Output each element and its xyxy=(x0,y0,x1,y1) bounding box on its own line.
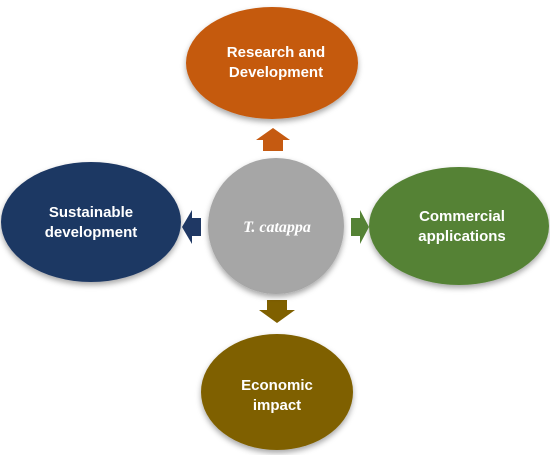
node-economic-label-line1: Economic xyxy=(241,377,313,394)
node-commercial-ellipse xyxy=(369,167,549,285)
node-research-ellipse xyxy=(186,7,358,119)
node-center-circle xyxy=(208,158,344,294)
node-center: T. catappa xyxy=(208,158,344,294)
arrow-down xyxy=(259,300,295,323)
node-commercial-label-line1: Commercial xyxy=(419,208,505,225)
node-commercial-label-line2: applications xyxy=(418,228,506,245)
node-center-label: T. catappa xyxy=(243,219,311,236)
arrow-up xyxy=(256,128,290,151)
node-commercial: Commercial applications xyxy=(369,167,549,285)
node-research: Research and Development xyxy=(186,7,358,119)
arrow-right xyxy=(351,210,369,244)
node-sustainable: Sustainable development xyxy=(1,162,181,282)
node-economic-ellipse xyxy=(201,334,353,450)
arrow-left xyxy=(182,210,201,244)
node-research-label-line2: Development xyxy=(229,64,323,81)
node-sustainable-ellipse xyxy=(1,162,181,282)
node-research-label-line1: Research and xyxy=(227,44,325,61)
node-economic: Economic impact xyxy=(201,334,353,450)
node-economic-label-line2: impact xyxy=(253,397,301,414)
node-sustainable-label-line2: development xyxy=(45,224,138,241)
node-sustainable-label-line1: Sustainable xyxy=(49,204,133,221)
